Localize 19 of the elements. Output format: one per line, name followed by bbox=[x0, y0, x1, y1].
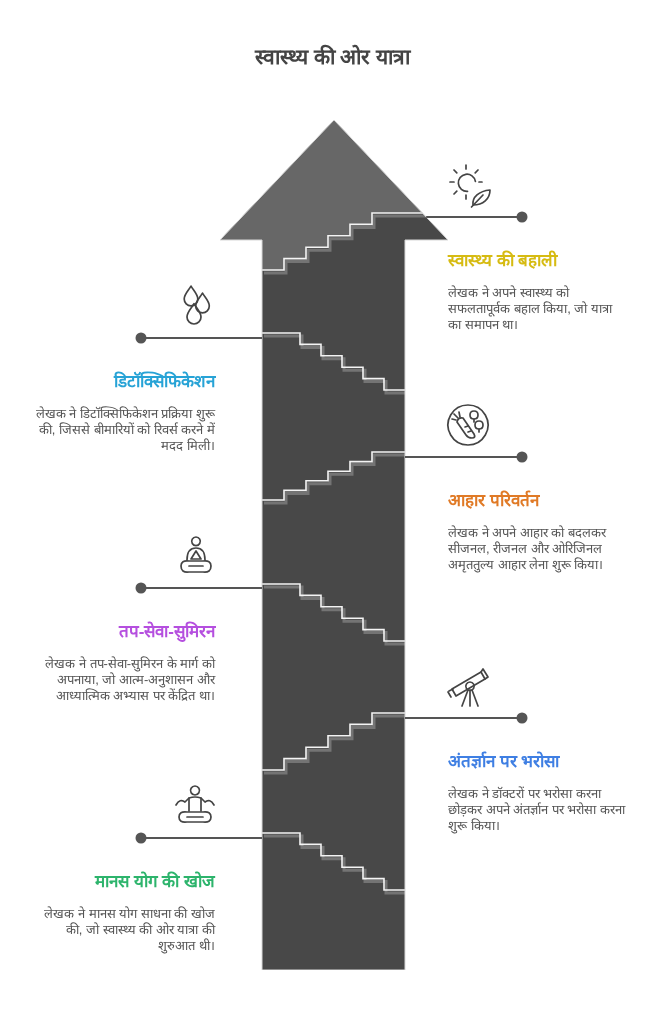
step-description: लेखक ने अपने आहार को बदलकर सीजनल, रीजनल और ओरिजिनल अमृततुल्य आहार लेना शुरू किया। bbox=[448, 525, 608, 573]
leader-line bbox=[425, 211, 528, 223]
leader-line bbox=[135, 832, 263, 844]
step-description: लेखक ने अपने स्वास्थ्य को सफलतापूर्वक बहाल किया, जो यात्रा का समापन था। bbox=[448, 285, 614, 333]
leader-line bbox=[135, 332, 263, 344]
step-description: लेखक ने तप-सेवा-सुमिरन के मार्ग को अपनाया, जो आत्म-अनुशासन और आध्यात्मिक अभ्यास पर केंद्रित था। bbox=[44, 656, 215, 704]
step-heading: अंतर्ज्ञान पर भरोसा bbox=[448, 750, 560, 773]
step-description: लेखक ने डॉक्टरों पर भरोसा करना छोड़कर अपने अंतर्ज्ञान पर भरोसा करना शुरू किया। bbox=[448, 786, 627, 834]
step-heading: आहार परिवर्तन bbox=[448, 489, 539, 512]
step-heading: स्वास्थ्य की बहाली bbox=[448, 249, 558, 272]
step-description: लेखक ने डिटॉक्सिफिकेशन प्रक्रिया शुरू की, जिससे बीमारियों को रिवर्स करने में मदद मिली। bbox=[35, 406, 215, 454]
step-heading: मानस योग की खोज bbox=[94, 870, 215, 893]
step-description: लेखक ने मानस योग साधना की खोज की, जो स्वास्थ्य की ओर यात्रा की शुरुआत थी। bbox=[43, 906, 215, 954]
step-heading: डिटॉक्सिफिकेशन bbox=[114, 370, 215, 393]
leader-line bbox=[404, 451, 528, 463]
title: स्वास्थ्य की ओर यात्रा bbox=[254, 43, 411, 70]
leader-line bbox=[135, 582, 263, 594]
leader-line bbox=[404, 712, 528, 724]
step-heading: तप-सेवा-सुमिरन bbox=[118, 620, 215, 644]
